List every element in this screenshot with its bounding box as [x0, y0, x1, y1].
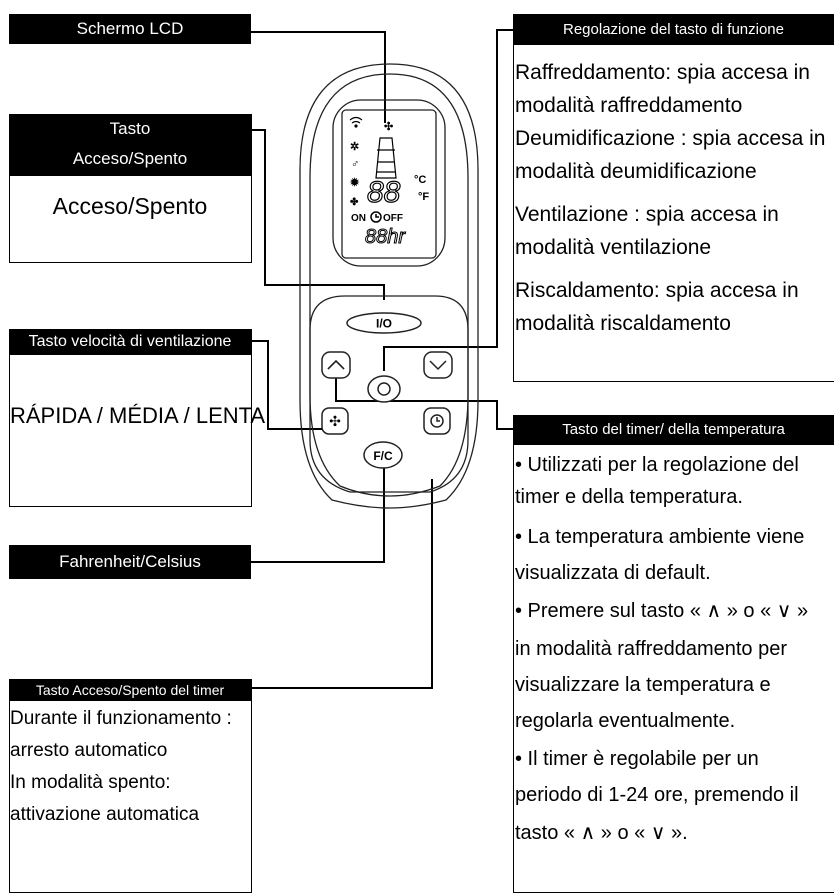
timer-temp-line-8: regolarla eventualmente. [515, 710, 736, 732]
button-panel [309, 295, 469, 493]
function-line-5: Ventilazione : spia accesa in [515, 203, 779, 226]
power-key-body: Acceso/Spento [52, 193, 208, 219]
timer-temp-connector [335, 367, 513, 430]
fc-button[interactable]: F/C [363, 441, 403, 469]
lcd-window [341, 109, 437, 259]
remote-inner-body [309, 73, 469, 497]
timer-temp-line-11: tasto « ∧ » o « ∨ ». [515, 822, 688, 844]
function-connector [383, 29, 513, 371]
lcd-hours: 88hr [365, 226, 406, 248]
fahrenheit-celsius-label: Fahrenheit/Celsius [9, 545, 251, 579]
svg-text:F/C: F/C [373, 449, 393, 463]
lcd-digits: 88 [367, 176, 401, 209]
timer-temp-line-5: • Premere sul tasto « ∧ » o « ∨ » [515, 600, 809, 622]
function-line-7: Riscaldamento: spia accesa in [515, 279, 799, 302]
timer-temp-line-7: visualizzare la temperatura e [515, 674, 771, 696]
timer-onoff-line-1: Durante il funzionamento : [10, 708, 232, 729]
remote-outer-body [299, 63, 479, 509]
function-box [513, 14, 834, 382]
up-button[interactable] [321, 351, 351, 379]
fan-connector [250, 340, 322, 430]
function-line-6: modalità ventilazione [515, 236, 712, 259]
timer-onoff-header-text: Tasto Acceso/Spento del timer [35, 682, 225, 698]
timer-onoff-box [9, 679, 252, 893]
timer-temp-line-3: • La temperatura ambiente viene [515, 526, 805, 548]
lcd-screen-label: Schermo LCD [9, 14, 251, 44]
down-arrow-icon [429, 360, 447, 371]
power-connector [250, 129, 385, 300]
timer-temp-line-10: periodo di 1-24 ore, premendo il [515, 784, 799, 806]
fan-speed-box [9, 329, 252, 507]
function-line-2: modalità raffreddamento [515, 94, 743, 117]
timer-temp-line-6: in modalità raffreddamento per [515, 638, 788, 660]
lcd-panel [332, 99, 446, 267]
timer-temp-line-4: visualizzata di default. [515, 562, 711, 584]
timer-temp-box [513, 415, 834, 893]
timer-button[interactable] [423, 407, 451, 435]
clock-icon [370, 211, 382, 223]
fc-connector [250, 468, 385, 563]
power-key-header-line2: Acceso/Spento [72, 149, 188, 168]
function-line-8: modalità riscaldamento [515, 312, 731, 335]
timer-temp-header-text: Tasto del timer/ della temperatura [562, 421, 785, 438]
timer-temp-line-1: • Utilizzati per la regolazione del [515, 454, 799, 476]
remote-control: ✣ ✲ ♂ ✹ ✤ 88 °C °F ON OFF 88hr I/O [299, 63, 479, 509]
timer-onoff-line-4: attivazione automatica [10, 804, 200, 825]
cool-icon: ✲ [350, 141, 359, 153]
timer-connector [250, 479, 433, 689]
timer-onoff-line-2: arresto automatico [10, 740, 168, 761]
timer-icon [430, 414, 444, 428]
function-line-1: Raffreddamento: spia accesa in [515, 61, 810, 84]
function-header-text: Regolazione del tasto di funzione [563, 21, 784, 38]
fan-speed-body: RÁPIDA / MÉDIA / LENTA [10, 403, 266, 428]
timer-temp-header: Tasto del timer/ della temperatura [513, 415, 834, 445]
function-line-4: modalità deumidificazione [515, 160, 757, 183]
function-header: Regolazione del tasto di funzione [513, 14, 834, 45]
lcd-celsius: °C [414, 174, 426, 186]
fan-mode-icon: ✤ [350, 197, 359, 208]
fan-speed-bars [375, 137, 397, 179]
lcd-off: OFF [383, 213, 403, 224]
down-button[interactable] [423, 351, 453, 379]
up-arrow-icon [327, 359, 345, 370]
fan-button-icon: ✣ [329, 413, 341, 429]
lcd-on: ON [351, 213, 366, 224]
timer-temp-line-9: • Il timer è regolabile per un [515, 748, 759, 770]
mode-button[interactable] [367, 375, 401, 403]
mode-icon [377, 382, 391, 396]
power-key-header-line1: Tasto [109, 119, 151, 138]
timer-onoff-line-3: In modalità spento: [10, 772, 171, 793]
fahrenheit-celsius-text: Fahrenheit/Celsius [59, 552, 201, 571]
lcd-connector [250, 31, 386, 123]
timer-onoff-header: Tasto Acceso/Spento del timer [9, 679, 251, 701]
lcd-fahrenheit: °F [418, 191, 429, 203]
heat-icon: ✹ [349, 177, 360, 189]
power-key-header: Tasto Acceso/Spento [9, 114, 251, 176]
power-button[interactable]: I/O [346, 312, 422, 334]
lcd-screen-label-text: Schermo LCD [76, 19, 184, 38]
fan-speed-button[interactable]: ✣ [321, 407, 349, 435]
svg-text:I/O: I/O [376, 317, 392, 331]
dry-icon: ♂ [351, 158, 359, 170]
timer-temp-line-2: timer e della temperatura. [515, 486, 743, 508]
fan-speed-header-text: Tasto velocità di ventilazione [28, 333, 232, 350]
fan-speed-header: Tasto velocità di ventilazione [9, 329, 251, 355]
wifi-icon [349, 116, 363, 128]
function-line-3: Deumidificazione : spia accesa in [515, 127, 826, 150]
fan-icon: ✣ [384, 121, 393, 133]
